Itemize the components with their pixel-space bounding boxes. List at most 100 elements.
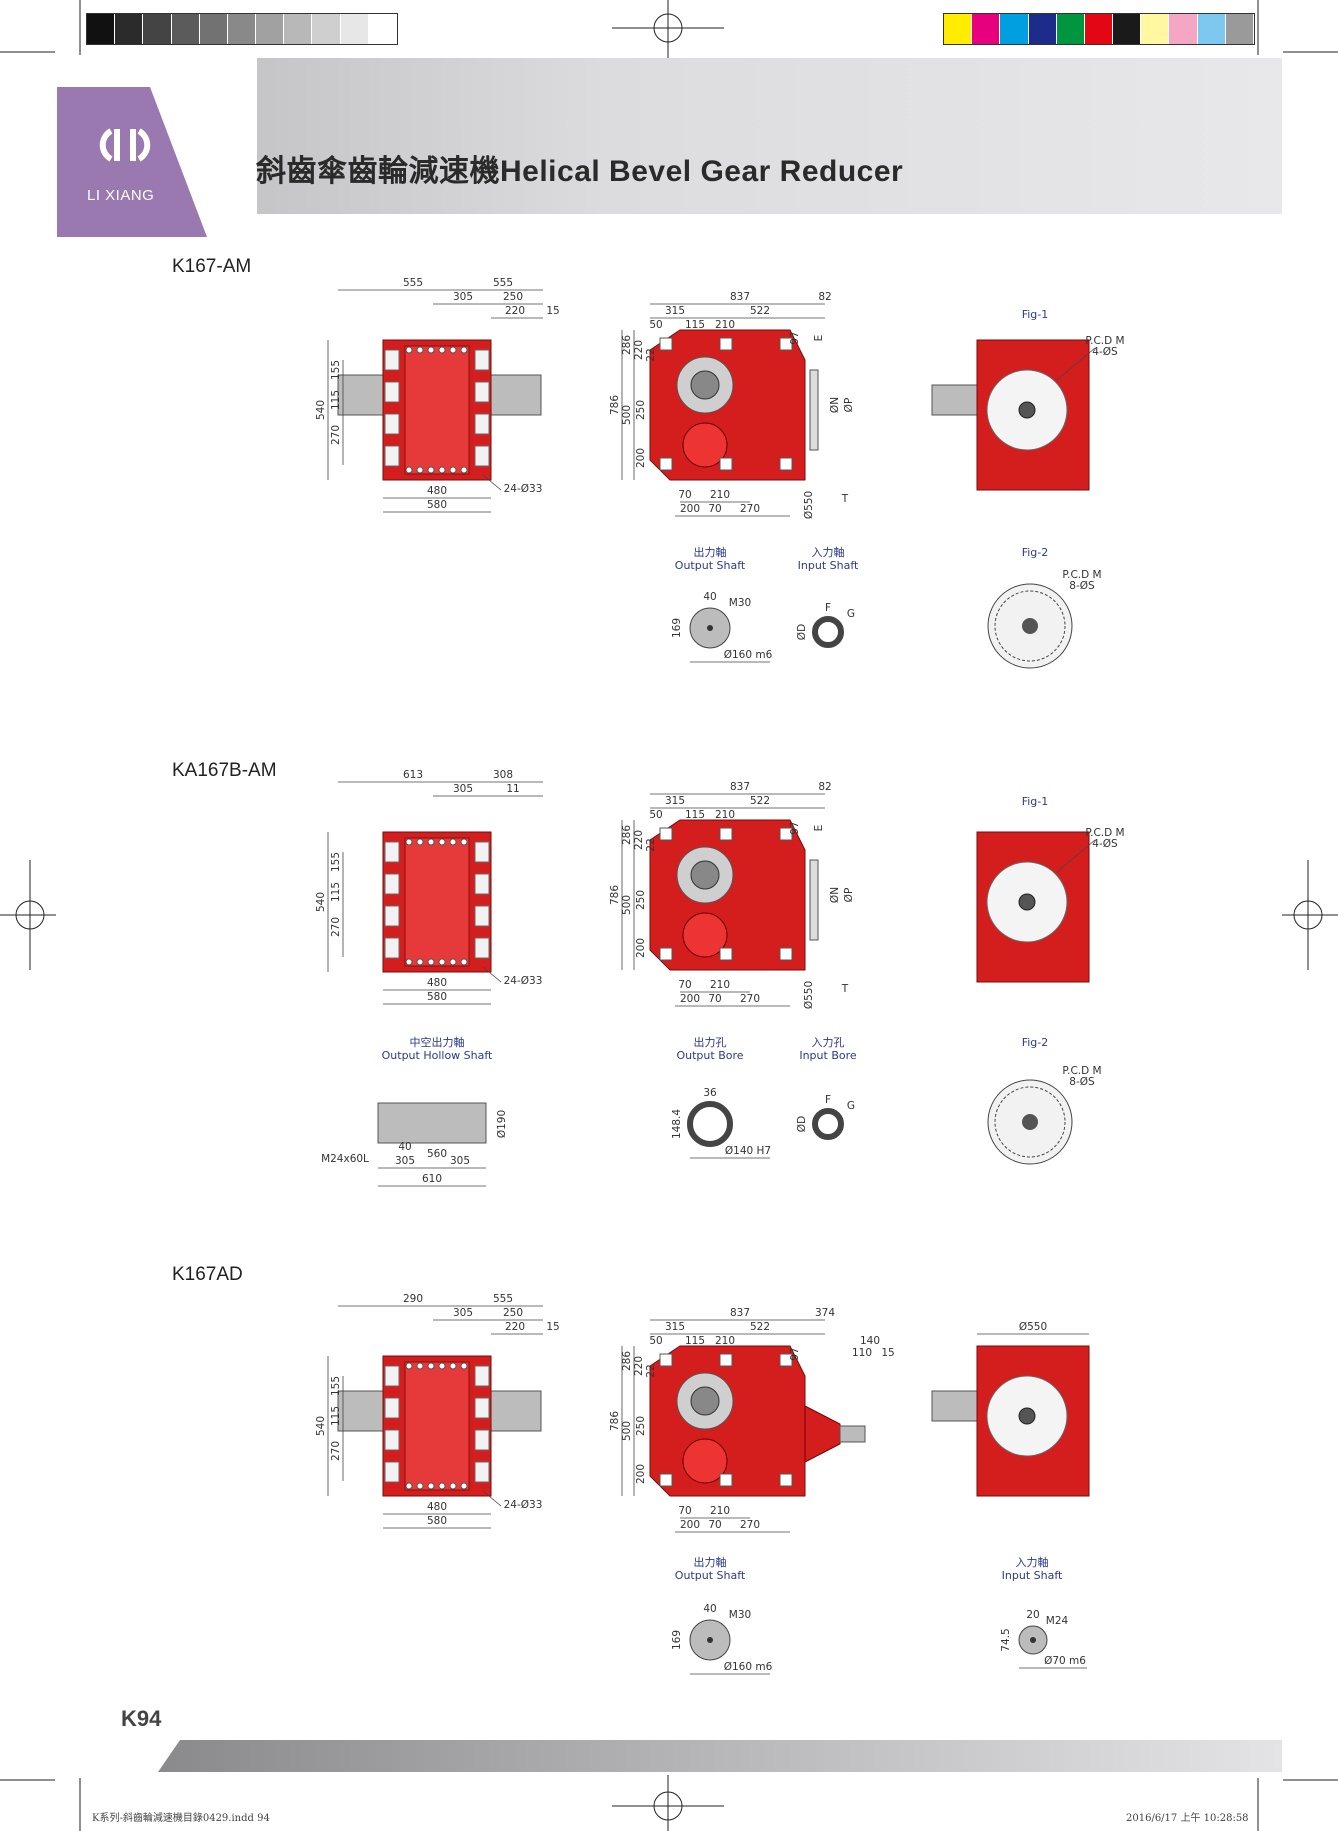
- bolt-hole: [405, 958, 413, 966]
- dimension-label: 74.5: [1000, 1628, 1012, 1651]
- dimension-label: 22: [645, 838, 657, 851]
- input-adapter: [804, 1405, 841, 1463]
- output-bore: [690, 860, 720, 890]
- dimension-label: 837: [730, 1307, 750, 1319]
- page-title: 斜齒傘齒輪減速機Helical Bevel Gear Reducer: [256, 155, 904, 188]
- dimension-label: 155: [330, 1376, 342, 1396]
- bolt-hole: [460, 1362, 468, 1370]
- dimension-label: 210: [715, 1335, 735, 1347]
- bolt-hole: [438, 466, 446, 474]
- input-shaft: [839, 1425, 866, 1443]
- dimension-label: 200: [680, 1519, 700, 1531]
- dimension-label: 613: [403, 769, 423, 781]
- section-label-ka167b-am: KA167B-AM: [172, 760, 277, 781]
- dimension-label: 315: [665, 795, 685, 807]
- gear-cover: [682, 912, 728, 958]
- bolt-hole: [416, 346, 424, 354]
- dimension-label: Ø140 H7: [725, 1145, 771, 1157]
- dimension-label: 250: [503, 291, 523, 303]
- motor-flange: [809, 859, 819, 941]
- mounting-foot: [719, 827, 733, 841]
- mounting-foot: [474, 1429, 490, 1451]
- dimension-label: 220: [633, 1356, 645, 1376]
- dimension-label: 555: [403, 277, 423, 289]
- dimension-label: F: [825, 602, 831, 614]
- mounting-foot: [719, 947, 733, 961]
- fig2-caption-1: Fig-2: [1021, 546, 1049, 559]
- bolt-hole: [405, 346, 413, 354]
- housing-center: [404, 1361, 470, 1491]
- bolt-hole: [427, 1362, 435, 1370]
- dimension-line: [1056, 347, 1096, 381]
- dimension-line: [482, 1490, 502, 1507]
- mounting-foot: [779, 947, 793, 961]
- dimension-label: P.C.D M: [1085, 827, 1124, 839]
- dimension-label: 82: [818, 781, 831, 793]
- mounting-foot: [474, 1397, 490, 1419]
- dimension-label: 15: [546, 1321, 559, 1333]
- dimension-label: ØN: [829, 887, 841, 903]
- dimension-label: 480: [427, 485, 447, 497]
- calibration-swatch: [1197, 14, 1226, 44]
- dimension-label: 270: [740, 503, 760, 515]
- print-timestamp: 2016/6/17 上午 10:28:58: [1126, 1813, 1249, 1824]
- shaft-profile: [812, 1108, 844, 1140]
- fig1-caption-2: Fig-1: [1021, 795, 1049, 808]
- dimension-label: 250: [635, 1416, 647, 1436]
- dimension-label: 500: [621, 1421, 633, 1441]
- mounting-foot: [659, 827, 673, 841]
- mounting-foot: [659, 1473, 673, 1487]
- dimension-label: Ø160 m6: [724, 649, 773, 661]
- calibration-swatch: [312, 14, 341, 44]
- dimension-label: 97: [789, 821, 801, 834]
- calibration-swatch: [171, 14, 200, 44]
- dimension-label: M30: [729, 1609, 751, 1621]
- bolt-hole: [460, 958, 468, 966]
- dimension-label: 110: [852, 1347, 872, 1359]
- color-calibration-bar: [943, 13, 1255, 45]
- mounting-foot: [719, 1473, 733, 1487]
- dimension-label: Ø190: [496, 1110, 508, 1138]
- dimension-label: 580: [427, 991, 447, 1003]
- dimension-label: E: [813, 825, 825, 832]
- bolt-hole: [416, 958, 424, 966]
- dimension-label: 115: [330, 390, 342, 410]
- bolt-hole: [438, 346, 446, 354]
- bolt-hole: [405, 466, 413, 474]
- dimension-label: 24-Ø33: [504, 483, 543, 495]
- pcd-circle: [994, 590, 1066, 662]
- bolt-hole: [416, 466, 424, 474]
- dimension-label: 555: [493, 277, 513, 289]
- mounting-foot: [474, 413, 490, 435]
- dimension-label: 8-ØS: [1069, 580, 1095, 592]
- mounting-foot: [719, 1353, 733, 1367]
- dimension-label: T: [841, 493, 849, 505]
- dimension-label: 540: [315, 1416, 327, 1436]
- dimension-label: 40: [703, 591, 716, 603]
- dimension-label: 315: [665, 305, 685, 317]
- dimension-line: [1056, 839, 1096, 873]
- dimension-line: [482, 966, 502, 983]
- dimension-label: 522: [750, 1321, 770, 1333]
- dimension-label: 70: [678, 979, 691, 991]
- dimension-label: 148.4: [671, 1109, 683, 1139]
- dimension-label: 115: [685, 319, 705, 331]
- dimension-label: P.C.D M: [1085, 335, 1124, 347]
- calibration-swatch: [143, 14, 172, 44]
- bolt-hole: [449, 466, 457, 474]
- bolt-hole: [438, 958, 446, 966]
- calibration-swatch: [1084, 14, 1114, 44]
- dimension-label: M24: [1046, 1615, 1069, 1627]
- mounting-foot: [719, 457, 733, 471]
- calibration-swatch: [1141, 14, 1170, 44]
- dimension-label: 70: [708, 1519, 721, 1531]
- dimension-label: 270: [330, 1441, 342, 1461]
- calibration-swatch: [368, 14, 397, 44]
